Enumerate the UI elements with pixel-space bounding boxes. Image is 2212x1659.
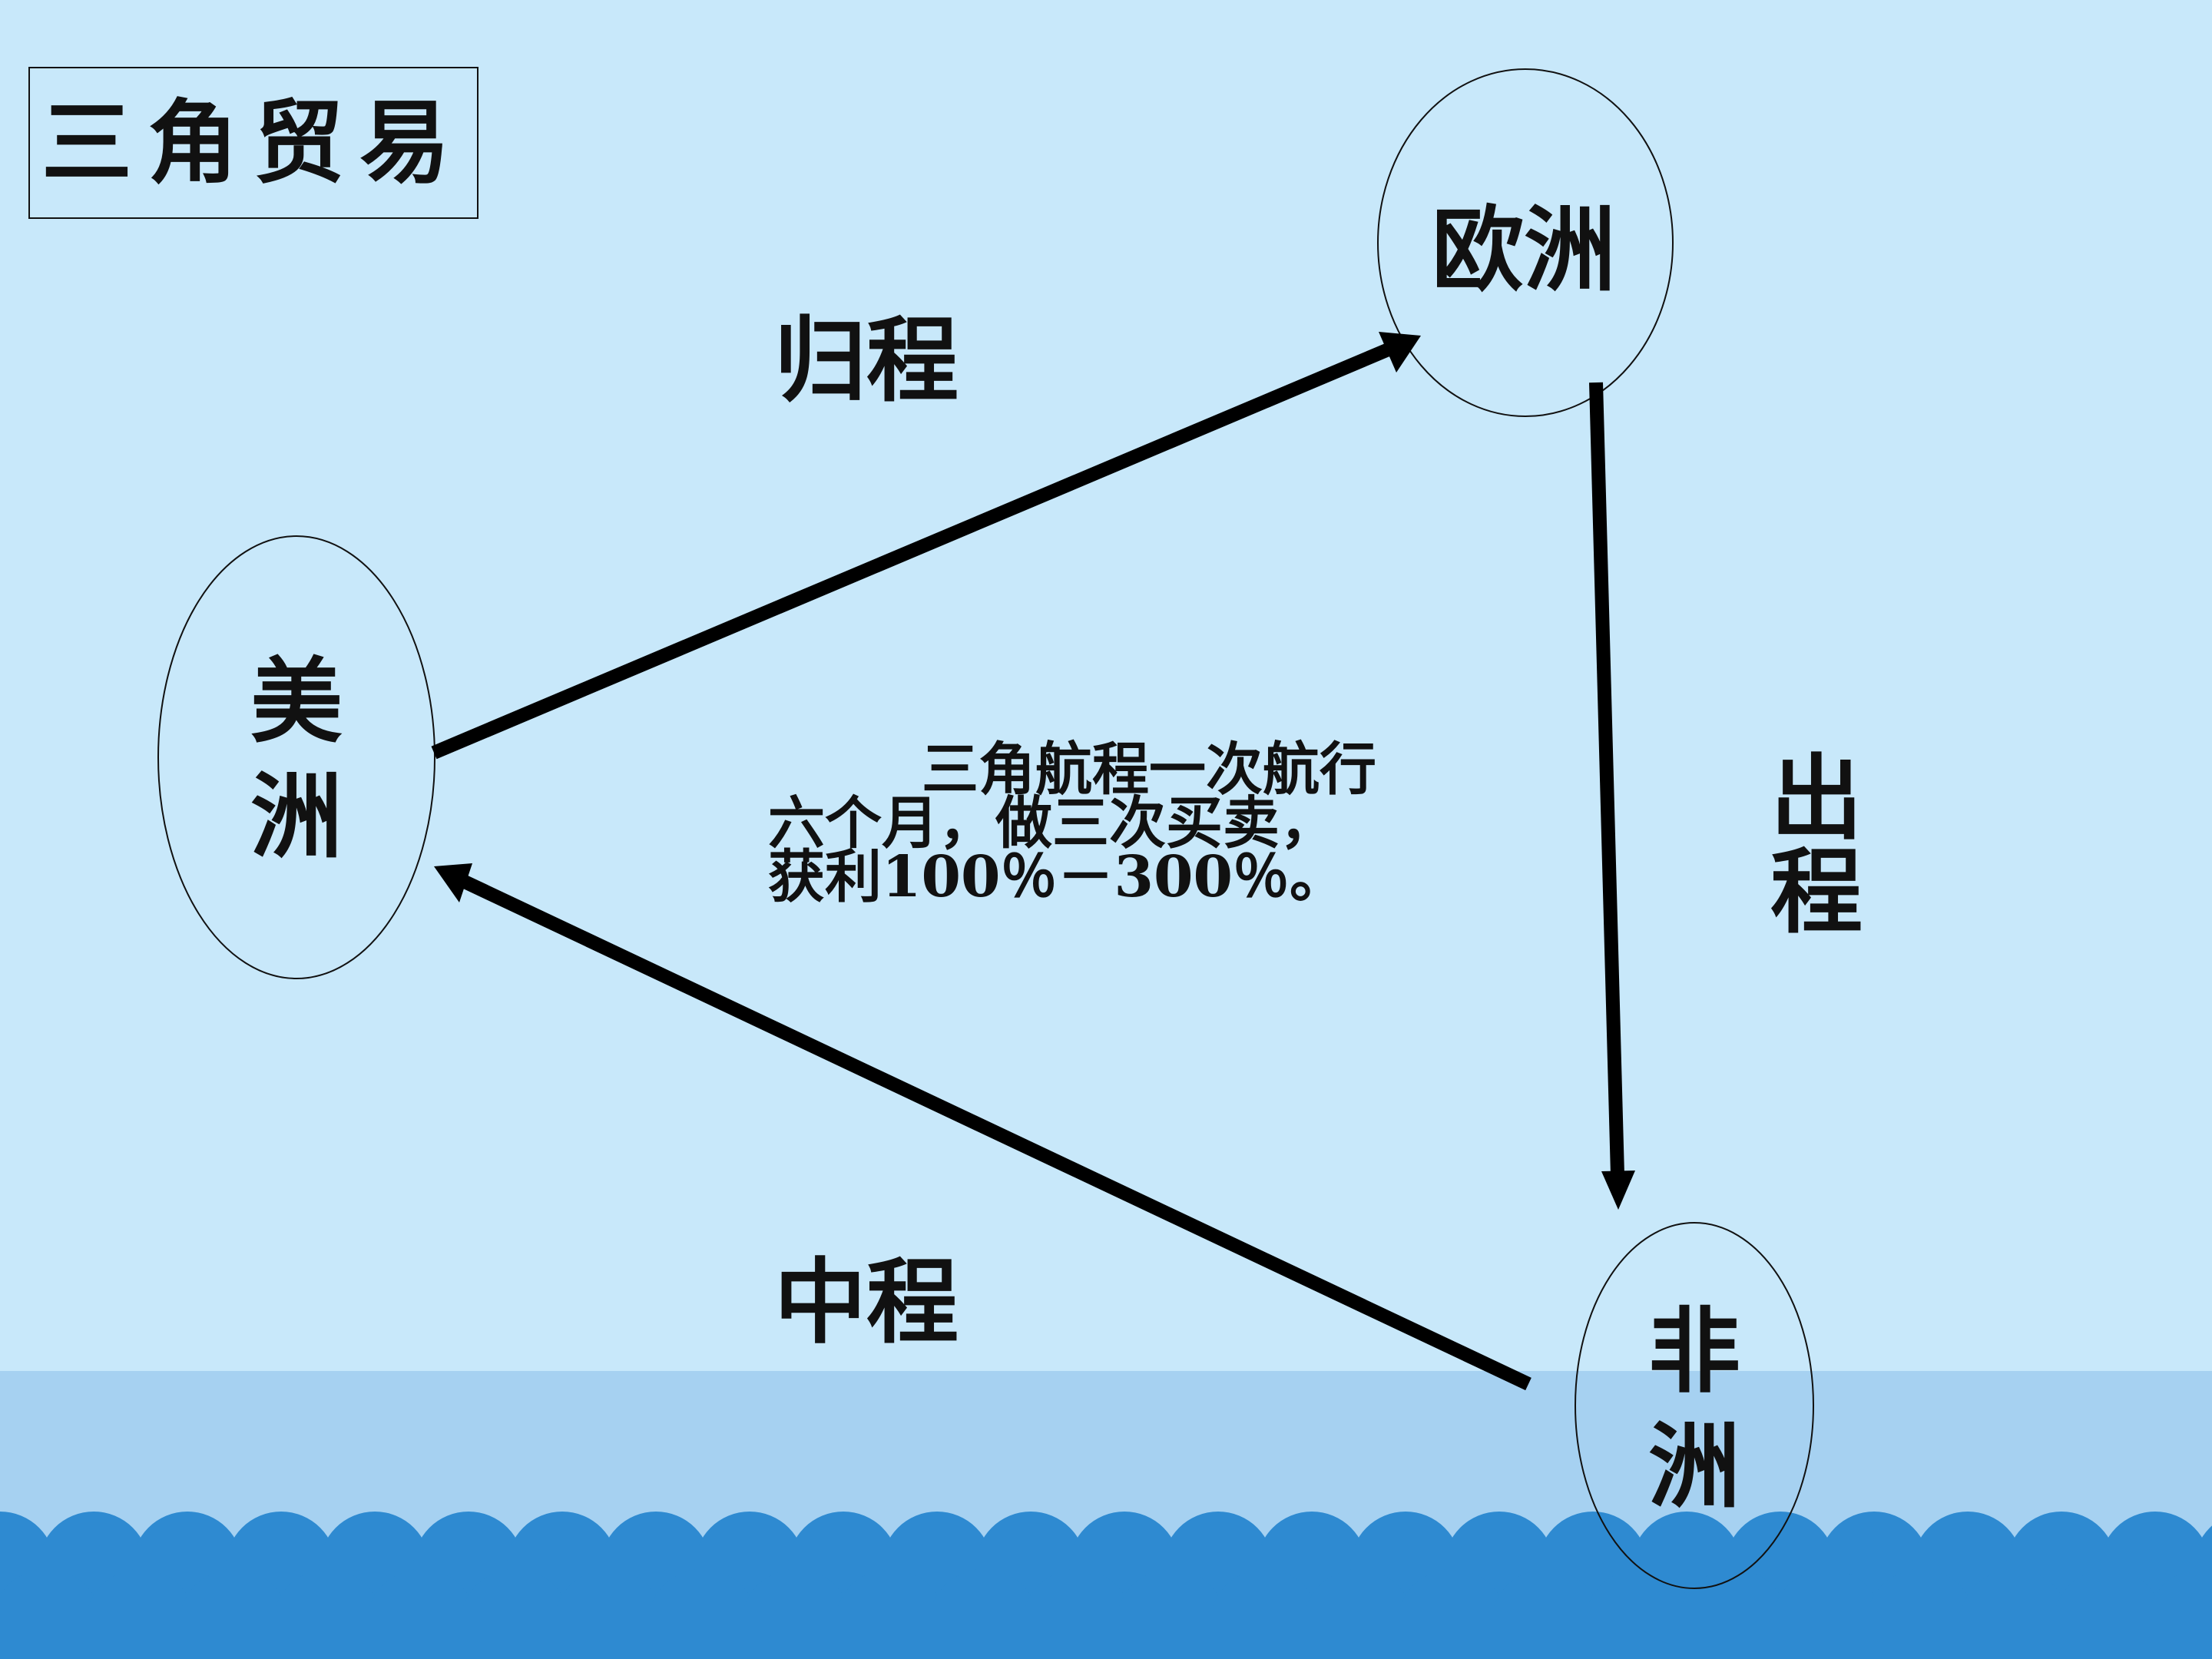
europe-node bbox=[1377, 68, 1674, 417]
return-route-arrowhead bbox=[1379, 332, 1421, 373]
return-route-label: 归程 bbox=[774, 306, 959, 415]
americas-node bbox=[157, 535, 435, 979]
africa-node bbox=[1575, 1222, 1814, 1589]
africa-label-line1: 非 bbox=[1648, 1297, 1740, 1406]
voyage-note: 三角航程一次航行 六个月，做三次买卖， 获利100％－300％。 bbox=[768, 741, 1536, 906]
title-box: 三角贸易 bbox=[28, 67, 478, 219]
voyage-note-line1: 三角航程一次航行 bbox=[922, 737, 1376, 803]
return-route-arrow bbox=[431, 342, 1393, 760]
outbound-route-label: 出 程 bbox=[1767, 753, 1866, 939]
middle-route-arrowhead bbox=[434, 863, 472, 902]
americas-label-line2: 洲 bbox=[250, 763, 343, 871]
outbound-route-label-line2: 程 bbox=[1770, 838, 1863, 946]
voyage-note-line3: 获利100％－300％。 bbox=[768, 844, 1346, 910]
page-title: 三角贸易 bbox=[41, 89, 465, 196]
middle-route-label: 中程 bbox=[774, 1248, 959, 1356]
americas-label: 美 洲 bbox=[250, 656, 343, 863]
europe-label: 欧洲 bbox=[1432, 196, 1616, 304]
middle-route-arrow bbox=[462, 875, 1532, 1391]
africa-label: 非 洲 bbox=[1648, 1306, 1740, 1513]
outbound-route-arrowhead bbox=[1601, 1171, 1635, 1210]
outbound-route-label-line1: 出 bbox=[1770, 744, 1863, 853]
wave-base bbox=[0, 1621, 2212, 1659]
outbound-route-arrow bbox=[1589, 382, 1624, 1176]
wave-decoration bbox=[0, 1512, 2212, 1659]
voyage-note-line2: 六个月，做三次买卖， bbox=[768, 790, 1336, 856]
africa-label-line2: 洲 bbox=[1648, 1412, 1740, 1521]
americas-label-line1: 美 bbox=[250, 647, 343, 756]
